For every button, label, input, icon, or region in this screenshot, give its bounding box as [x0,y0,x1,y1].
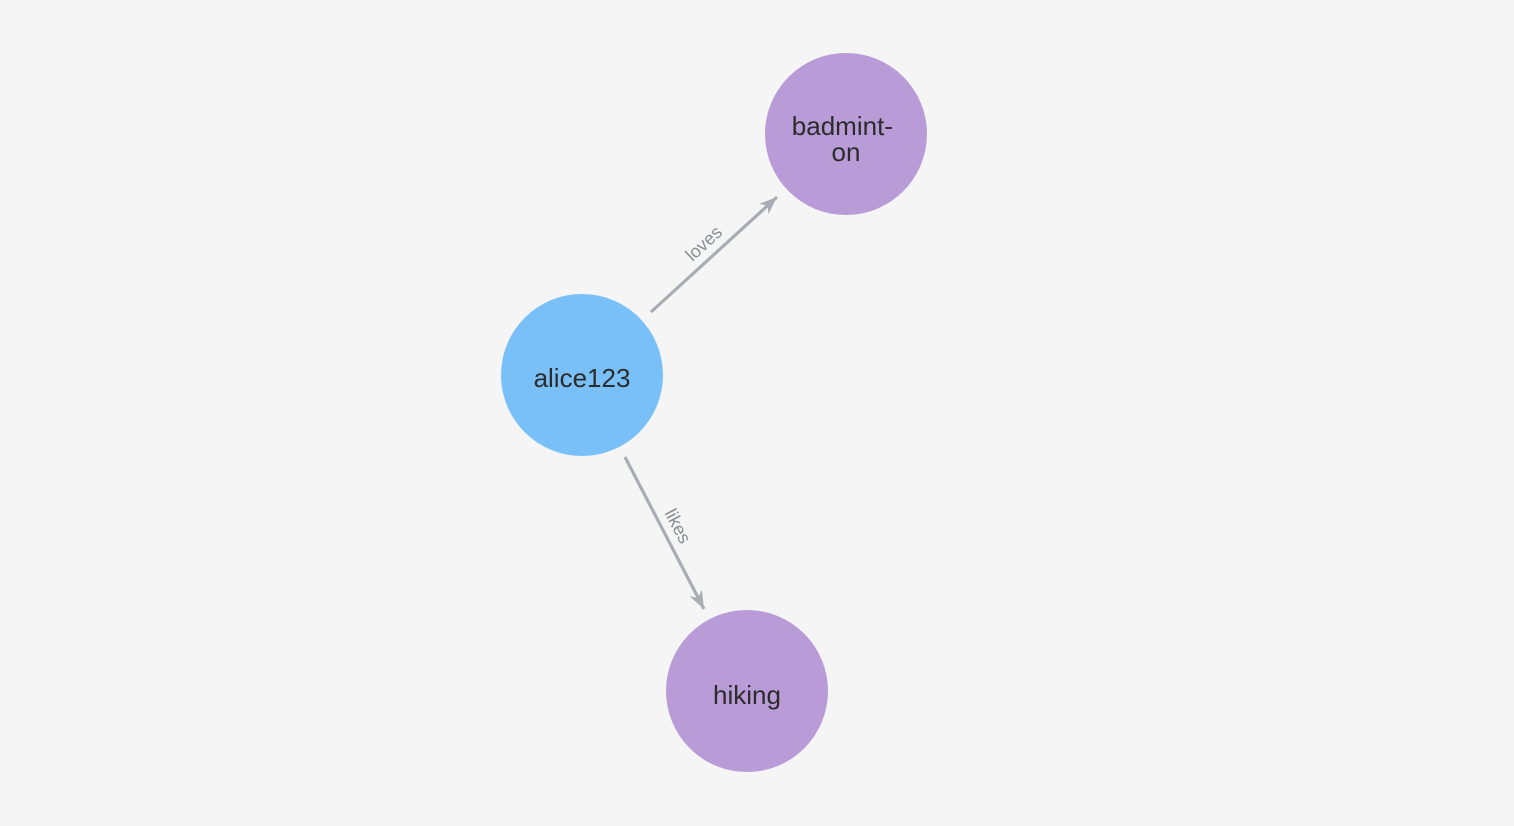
edge-likes[interactable]: likes [623,456,706,610]
edge-loves-label: loves [682,222,727,265]
edge-likes-label: likes [661,505,695,546]
node-badminton-label-line2: on [832,137,861,167]
node-hiking-label: hiking [713,680,781,710]
edge-likes-line[interactable] [623,456,706,610]
edge-loves[interactable]: loves [649,195,779,314]
node-badminton-label-line1: badmint- [792,111,893,141]
node-hiking-circle[interactable] [666,610,828,772]
node-badminton-circle[interactable] [765,53,927,215]
node-badminton-label: badmint- on [792,102,900,167]
node-hiking[interactable]: hiking [666,610,828,772]
node-alice123[interactable]: alice123 [501,294,663,456]
edge-loves-line[interactable] [649,195,779,314]
node-alice123-label: alice123 [534,363,631,393]
node-badminton[interactable]: badmint- on [765,53,927,215]
node-alice123-circle[interactable] [501,294,663,456]
